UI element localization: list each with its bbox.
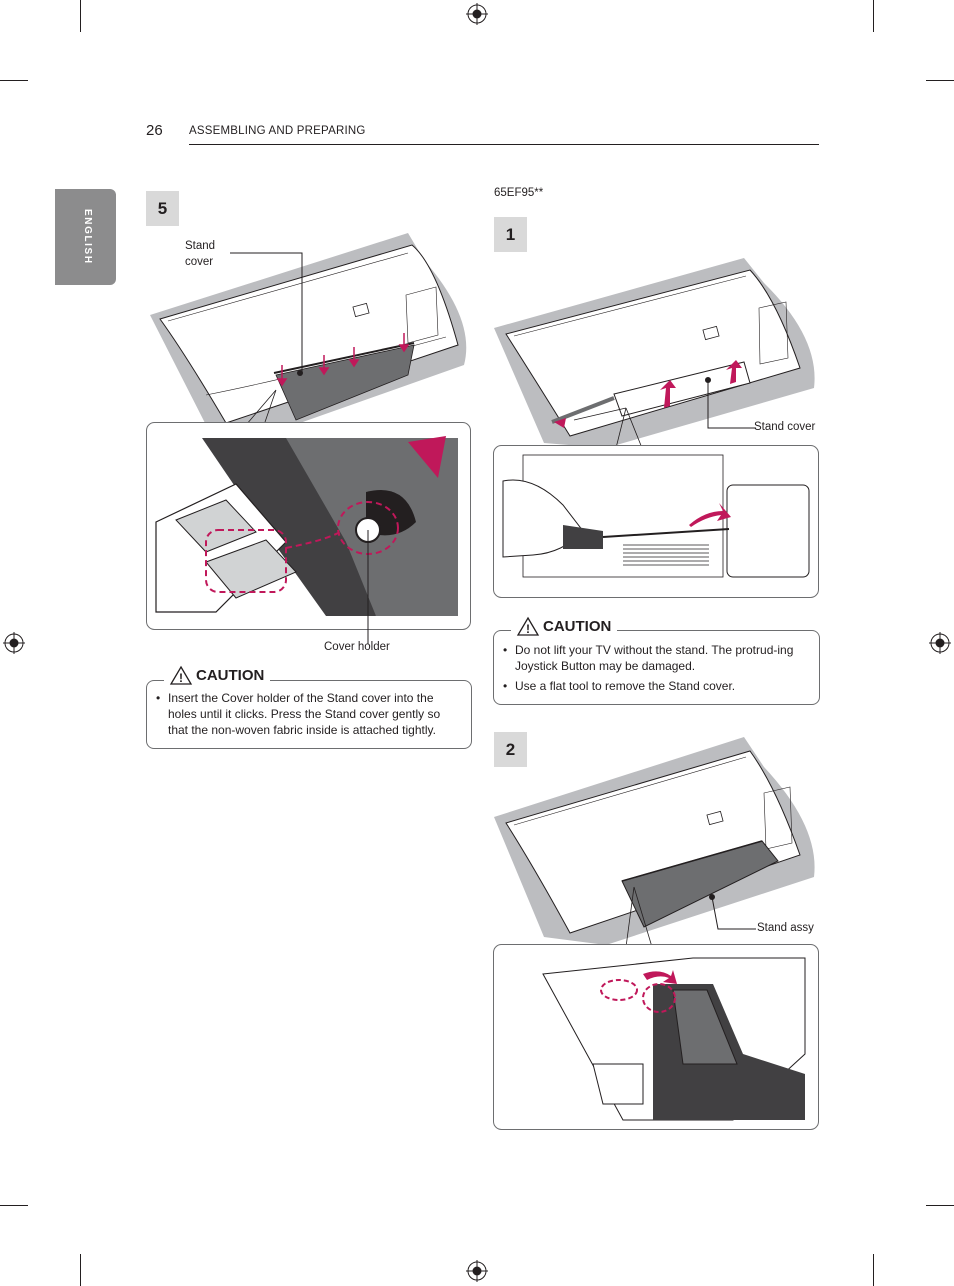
registration-mark-icon	[3, 632, 25, 654]
header-rule	[189, 144, 819, 145]
stand-cover-label: Stand cover	[185, 238, 215, 270]
tv-back-illustration-step5	[150, 233, 467, 435]
registration-mark-icon	[466, 1260, 488, 1282]
caution-list-right-1: Do not lift your TV without the stand. T…	[501, 642, 801, 698]
step-number: 2	[494, 732, 527, 767]
model-number: 65EF95**	[494, 187, 544, 199]
registration-mark-icon	[466, 3, 488, 25]
language-tab-label: ENGLISH	[82, 209, 93, 265]
stand-assy-label: Stand assy	[757, 922, 814, 934]
warning-triangle-icon: !	[516, 616, 540, 636]
svg-text:!: !	[526, 622, 530, 636]
tv-back-illustration-step1	[494, 258, 815, 449]
crop-mark	[0, 80, 28, 81]
step-number: 1	[494, 217, 527, 252]
stand-assy-detail	[493, 944, 819, 1130]
caution-title-right-1: CAUTION	[543, 618, 612, 635]
crop-mark	[873, 1254, 874, 1286]
stand-cover-label-line1: Stand	[185, 240, 216, 252]
warning-triangle-icon: !	[169, 665, 193, 685]
caution-heading-right-1: ! CAUTION	[511, 616, 618, 636]
tv-back-illustration-step2	[494, 737, 815, 948]
crop-mark	[926, 1205, 954, 1206]
cover-holder-detail	[146, 422, 471, 644]
crop-mark	[80, 0, 81, 32]
caution-item-left-1: Insert the Cover holder of the Stand cov…	[154, 690, 459, 738]
stand-cover-label-right: Stand cover	[754, 421, 816, 433]
page-number: 26	[146, 122, 163, 139]
svg-text:!: !	[179, 671, 183, 685]
step-number: 5	[146, 191, 179, 226]
crop-mark	[80, 1254, 81, 1286]
caution-title-left: CAUTION	[196, 667, 265, 684]
caution-list-left: Insert the Cover holder of the Stand cov…	[154, 690, 459, 742]
stand-cover-label-line2: cover	[185, 256, 214, 268]
crop-mark	[873, 0, 874, 32]
language-tab: ENGLISH	[55, 189, 116, 285]
flat-tool-detail	[493, 445, 819, 598]
caution-item-right-2: Use a flat tool to remove the Stand cove…	[501, 678, 801, 694]
crop-mark	[0, 1205, 28, 1206]
cover-holder-label: Cover holder	[324, 641, 390, 653]
section-title: ASSEMBLING AND PREPARING	[189, 125, 366, 137]
registration-mark-icon	[929, 632, 951, 654]
caution-heading-left: ! CAUTION	[164, 665, 271, 685]
caution-item-right-1: Do not lift your TV without the stand. T…	[501, 642, 801, 674]
crop-mark	[926, 80, 954, 81]
